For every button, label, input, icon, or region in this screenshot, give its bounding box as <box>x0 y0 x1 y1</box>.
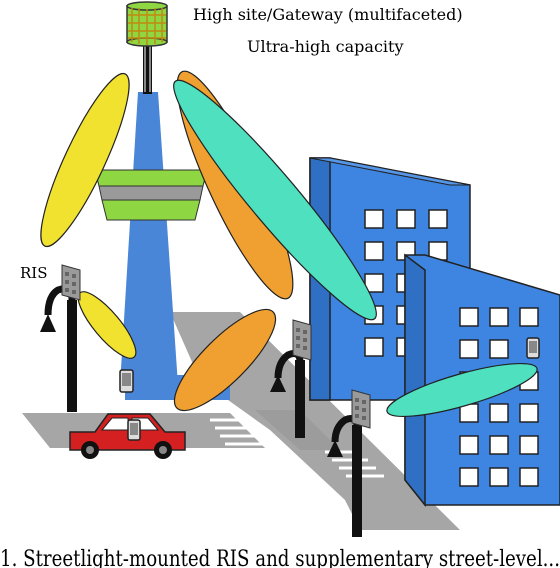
ris-label: RIS <box>20 264 48 282</box>
phone-icon <box>127 419 141 441</box>
streetlight-3 <box>327 389 371 537</box>
streetlight-1 <box>40 264 81 412</box>
car <box>69 413 186 459</box>
tower-shaft <box>120 92 178 385</box>
beam-teal-long <box>173 79 377 321</box>
phone-icon <box>119 369 134 393</box>
title-line-2: Ultra-high capacity <box>247 37 404 56</box>
crosswalk-left <box>210 418 274 446</box>
gateway-ring <box>94 169 208 221</box>
caption: 1. Streetlight-mounted RIS and supplemen… <box>0 547 560 568</box>
phone-icon <box>526 337 540 359</box>
beam-yellow-left <box>40 72 130 248</box>
ris-panel <box>61 264 81 301</box>
beam-teal-street <box>386 362 538 418</box>
gateway-antenna <box>126 1 168 47</box>
streetlight-2 <box>270 319 312 438</box>
tower-mast <box>143 42 152 94</box>
ris-panel <box>351 389 371 429</box>
beams <box>40 70 538 418</box>
ris-panel <box>292 319 312 361</box>
title-line-1: High site/Gateway (multifaceted) <box>193 5 463 24</box>
beam-orange-low <box>173 308 277 412</box>
